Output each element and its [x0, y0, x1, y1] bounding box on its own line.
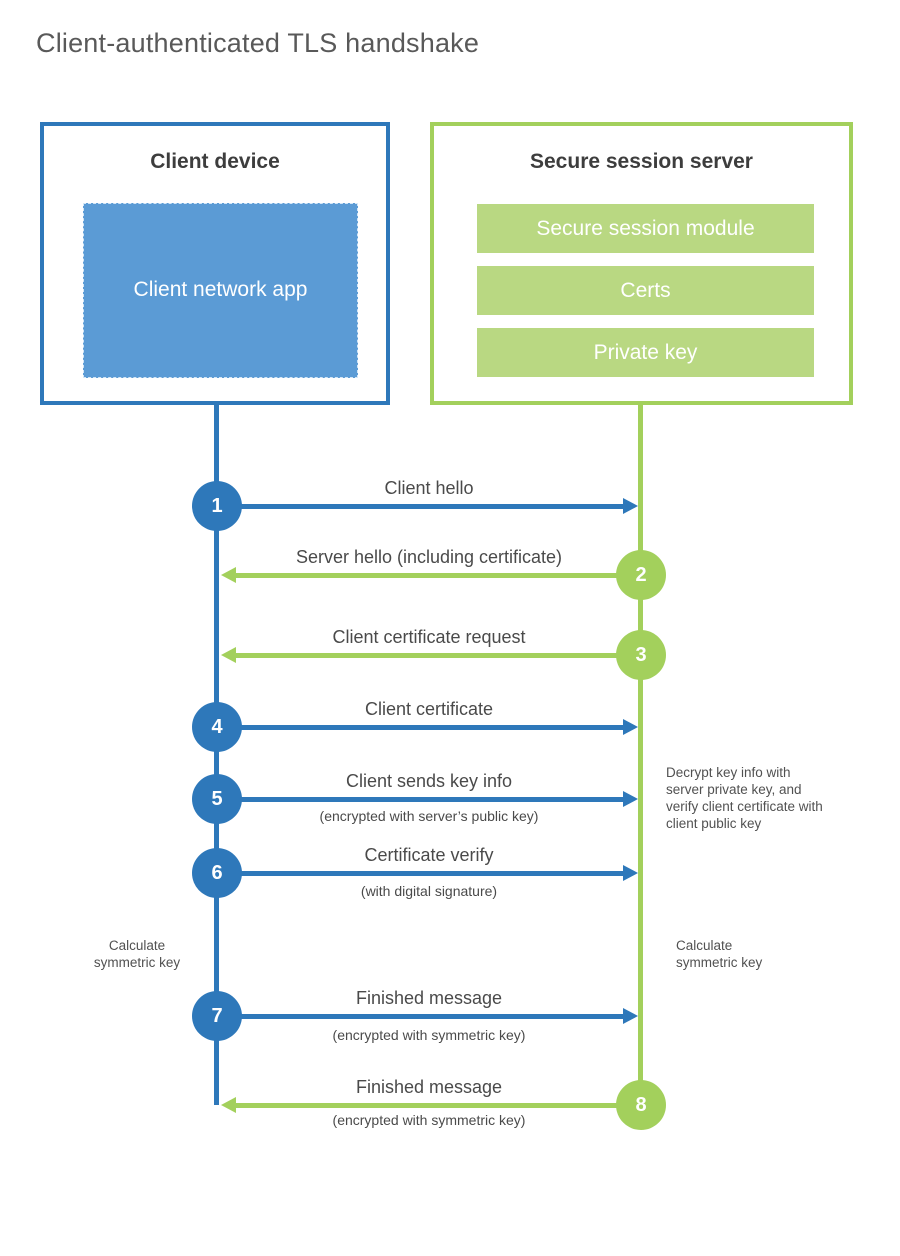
arrow-head-left-icon	[221, 647, 236, 663]
arrow-line	[217, 871, 623, 876]
step-badge-2: 2	[616, 550, 666, 600]
arrow-line	[236, 573, 641, 578]
step-badge-6: 6	[192, 848, 242, 898]
arrow-line	[236, 653, 641, 658]
arrow-head-left-icon	[221, 1097, 236, 1113]
step-badge-7: 7	[192, 991, 242, 1041]
message-label: Finished message	[355, 1077, 503, 1097]
client-calculate-key-note: Calculate symmetric key	[93, 938, 181, 970]
arrow-line	[217, 725, 623, 730]
arrow-head-right-icon	[623, 498, 638, 514]
step-badge-3: 3	[616, 630, 666, 680]
server-calculate-key-note: Calculate symmetric key	[676, 938, 763, 970]
message-label: Client certificate request	[332, 627, 526, 647]
arrow-line	[217, 1014, 623, 1019]
message-label: Client hello	[384, 478, 474, 498]
module-bar-certs: Certs	[477, 266, 814, 315]
client-device-title: Client device	[150, 150, 280, 173]
message-sublabel: (encrypted with symmetric key)	[332, 1027, 526, 1043]
server-box: Secure session server Secure session mod…	[430, 122, 853, 405]
message-sublabel: (encrypted with server’s public key)	[319, 808, 539, 824]
module-bar-private-key: Private key	[477, 328, 814, 377]
client-lifeline	[214, 405, 219, 1105]
arrow-head-right-icon	[623, 865, 638, 881]
arrow-head-left-icon	[221, 567, 236, 583]
message-label: Client certificate	[364, 699, 494, 719]
message-label: Server hello (including certificate)	[295, 547, 563, 567]
step-badge-8: 8	[616, 1080, 666, 1130]
client-network-app-box: Client network app	[83, 203, 358, 378]
page-title: Client-authenticated TLS handshake	[36, 28, 480, 58]
server-title: Secure session server	[530, 150, 753, 173]
arrow-head-right-icon	[623, 1008, 638, 1024]
message-label: Finished message	[355, 988, 503, 1008]
step-badge-5: 5	[192, 774, 242, 824]
arrow-head-right-icon	[623, 791, 638, 807]
server-lifeline	[638, 405, 643, 1105]
arrow-line	[236, 1103, 641, 1108]
step-badge-4: 4	[192, 702, 242, 752]
arrow-head-right-icon	[623, 719, 638, 735]
message-label: Certificate verify	[364, 845, 494, 865]
client-network-app-label: Client network app	[133, 278, 308, 302]
message-sublabel: (encrypted with symmetric key)	[332, 1112, 526, 1128]
step-badge-1: 1	[192, 481, 242, 531]
module-bar-secure-session-module: Secure session module	[477, 204, 814, 253]
message-sublabel: (with digital signature)	[360, 883, 498, 899]
message-label: Client sends key info	[345, 771, 513, 791]
server-decrypt-note: Decrypt key info with server private key…	[666, 765, 823, 831]
arrow-line	[217, 797, 623, 802]
client-device-box: Client device Client network app	[40, 122, 390, 405]
arrow-line	[217, 504, 623, 509]
